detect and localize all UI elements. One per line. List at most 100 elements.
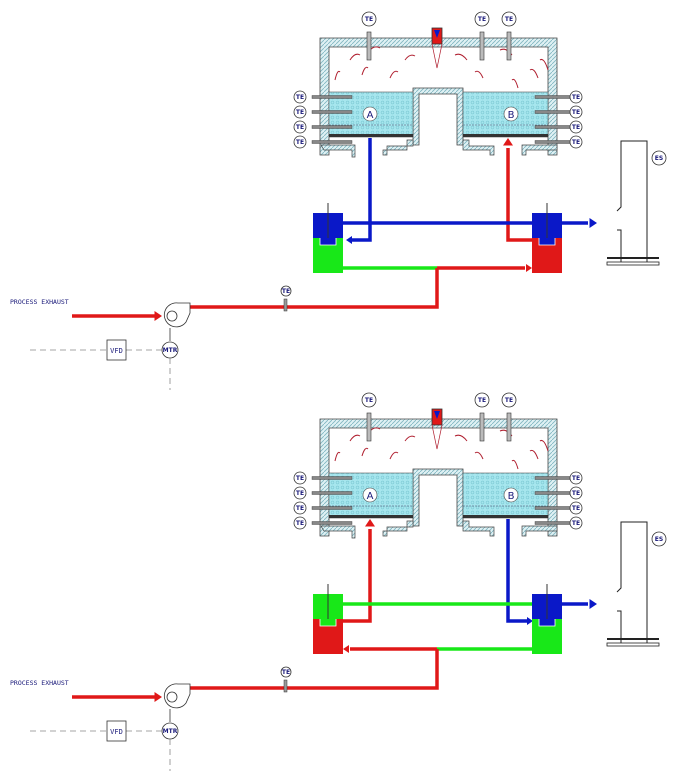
te-bed-b-4: TE: [569, 516, 583, 530]
chamber-divider: [412, 87, 464, 146]
exhaust-arrowhead: [589, 218, 597, 228]
riser-a: [350, 138, 372, 242]
thermowell-right: [534, 140, 576, 144]
exhaust-stack: [606, 140, 660, 266]
flame-trace: [349, 434, 361, 442]
instrument-tag: TE: [296, 490, 304, 497]
instrument-tag: TE: [478, 16, 486, 23]
te-bed-a-4: TE: [293, 516, 307, 530]
flame-trace: [474, 451, 484, 460]
instrument-bubble: [651, 531, 667, 547]
thermowell: [506, 412, 512, 442]
flame-trace: [454, 434, 468, 442]
flame-trace: [361, 447, 369, 457]
instrument-tag: TE: [296, 109, 304, 116]
instrument-tag: TE: [365, 397, 373, 404]
flame-trace: [529, 68, 539, 79]
process-exhaust-label: PROCESS EXHAUST: [10, 679, 69, 687]
te-top-3: TE: [501, 392, 517, 408]
thermowell-left: [311, 506, 353, 510]
te-duct: TE: [280, 285, 292, 297]
thermowell-left: [311, 140, 353, 144]
instrument-tag: TE: [478, 397, 486, 404]
instrument-tag: TE: [505, 397, 513, 404]
stack-inlet: [617, 229, 622, 262]
flame-trace: [474, 70, 484, 79]
bed-b-label-bubble: [503, 487, 519, 503]
instrument-bubble: [569, 105, 583, 119]
instrument-tag: TE: [296, 475, 304, 482]
thermowell-left: [311, 125, 353, 129]
instrument-bubble: [569, 501, 583, 515]
burner-gas-icon: [434, 30, 440, 38]
flame-trace: [511, 459, 519, 470]
bed-a-grate: [329, 515, 413, 518]
chamber-shell: [319, 418, 558, 537]
exhaust-arrowhead: [589, 599, 597, 609]
instrument-bubble: [569, 486, 583, 500]
vfd-label: VFD: [110, 347, 123, 355]
riser-b-arrowhead: [527, 617, 533, 625]
thermowell-right: [534, 476, 576, 480]
chamber-divider: [412, 468, 464, 527]
instrument-bubble: [293, 135, 307, 149]
inlet-arrowhead: [526, 264, 532, 272]
te-bed-a-4: TE: [293, 135, 307, 149]
instrument-tag: TE: [572, 109, 580, 116]
exhaust-stack: [606, 521, 660, 647]
instrument-bubble: [293, 105, 307, 119]
bed-b-grate: [463, 515, 548, 518]
instrument-bubble: [293, 516, 307, 530]
instrument-bubble: [651, 150, 667, 166]
te-bed-a-1: TE: [293, 471, 307, 485]
te-bed-b-1: TE: [569, 90, 583, 104]
flame-trace: [349, 53, 361, 61]
bed-b-label: B: [508, 491, 515, 502]
te-bed-a-2: TE: [293, 105, 307, 119]
instrument-bubble: [474, 11, 490, 27]
instrument-tag: TE: [296, 505, 304, 512]
fan-motor: MTR: [161, 722, 179, 740]
poppet-valve-a: [313, 203, 343, 273]
stack-inlet: [617, 610, 622, 643]
burner: [431, 27, 443, 69]
thermowell-right: [534, 491, 576, 495]
bed-b-label: B: [508, 110, 515, 121]
thermowell-left: [311, 491, 353, 495]
instrument-bubble: [569, 90, 583, 104]
bed-a-label-bubble: [362, 487, 378, 503]
plenum-a-left: [320, 525, 356, 539]
instrument-tag: MTR: [163, 728, 178, 735]
plenum-b-left: [462, 520, 495, 537]
burner-flame-icon: [431, 43, 443, 69]
stack-emission-sensor: ES: [651, 531, 667, 547]
te-bed-b-4: TE: [569, 135, 583, 149]
bed-b-label-bubble: [503, 106, 519, 122]
instrument-tag: TE: [572, 520, 580, 527]
riser-b: [506, 519, 527, 623]
plenum-a-right: [382, 520, 414, 537]
inlet-arrowhead: [343, 645, 349, 653]
flame-trace: [539, 440, 549, 452]
inlet-duct: [190, 649, 439, 690]
poppet-valve-b: [532, 203, 562, 273]
instrument-bubble: [361, 11, 377, 27]
instrument-bubble: [293, 501, 307, 515]
instrument-tag: TE: [296, 94, 304, 101]
plenum-b-left: [462, 139, 495, 156]
flame-trace: [404, 54, 416, 61]
valve-disc: [319, 619, 337, 627]
stack-foundation: [606, 642, 660, 647]
thermowell-right: [534, 110, 576, 114]
thermowell: [366, 31, 372, 61]
flame-trace: [454, 53, 468, 61]
instrument-tag: ES: [655, 536, 663, 543]
instrument-tag: TE: [505, 16, 513, 23]
fan-impeller-icon: [166, 310, 178, 322]
te-top-2: TE: [474, 392, 490, 408]
process-exhaust-arrowhead: [154, 692, 162, 702]
instrument-bubble: [293, 486, 307, 500]
te-bed-a-3: TE: [293, 501, 307, 515]
